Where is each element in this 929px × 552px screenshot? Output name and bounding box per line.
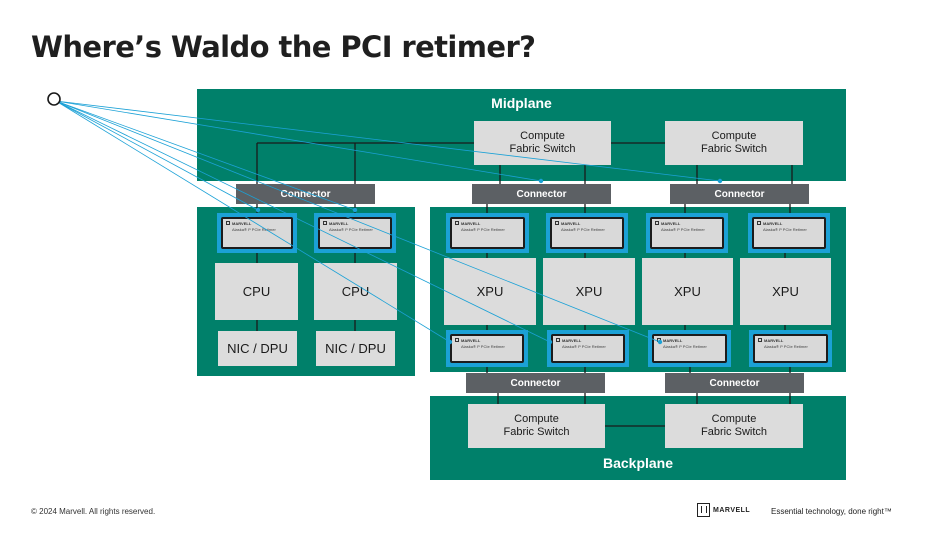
xpu-3: XPU (642, 258, 733, 325)
connector-midplane-right: Connector (670, 184, 809, 204)
pointer-line (55, 100, 721, 182)
backplane-switch-2: Compute Fabric Switch (665, 404, 803, 448)
retimer-xpu-3-bottom: MARVELL Alaska® P PCIe Retimer (648, 330, 731, 367)
slide-title: Where’s Waldo the PCI retimer? (31, 30, 536, 64)
retimer-cpu-1: MARVELL Alaska® P PCIe Retimer (217, 213, 297, 253)
pointer-endpoint (352, 207, 358, 213)
retimer-chip: MARVELL Alaska® P PCIe Retimer (550, 217, 624, 249)
chip-brand: MARVELL (757, 338, 784, 343)
chip-brand: MARVELL (322, 221, 349, 226)
chip-name: Alaska® P PCIe Retimer (663, 344, 707, 349)
chip-brand: MARVELL (555, 338, 582, 343)
pointer-line (55, 100, 551, 343)
chip-name: Alaska® P PCIe Retimer (763, 227, 807, 232)
backplane-switch-1: Compute Fabric Switch (468, 404, 605, 448)
chip-brand: MARVELL (225, 221, 252, 226)
nic-dpu-2: NIC / DPU (316, 331, 395, 366)
footer-tagline: Essential technology, done right™ (771, 507, 892, 516)
connector-midplane-left: Connector (236, 184, 375, 204)
retimer-xpu-4-bottom: MARVELL Alaska® P PCIe Retimer (749, 330, 832, 367)
marvell-logo-icon (697, 503, 710, 517)
midplane-label: Midplane (491, 95, 552, 111)
retimer-xpu-3-top: MARVELL Alaska® P PCIe Retimer (646, 213, 728, 253)
retimer-chip: MARVELL Alaska® P PCIe Retimer (650, 217, 724, 249)
retimer-chip: MARVELL Alaska® P PCIe Retimer (752, 217, 826, 249)
retimer-chip: MARVELL Alaska® P PCIe Retimer (753, 334, 828, 363)
xpu-4: XPU (740, 258, 831, 325)
pointer-line (55, 100, 259, 211)
retimer-xpu-1-top: MARVELL Alaska® P PCIe Retimer (446, 213, 529, 253)
pointer-endpoint (255, 207, 261, 213)
marvell-logo: MARVELL (697, 503, 750, 517)
pointer-endpoint (717, 178, 723, 184)
chip-name: Alaska® P PCIe Retimer (461, 227, 505, 232)
pointer-line (55, 100, 542, 182)
pointer-line (55, 100, 451, 343)
pointer-endpoint (447, 339, 453, 345)
chip-brand: MARVELL (654, 221, 681, 226)
chip-name: Alaska® P PCIe Retimer (561, 227, 605, 232)
pointer-endpoint (538, 178, 544, 184)
connector-backplane-left: Connector (466, 373, 605, 393)
chip-name: Alaska® P PCIe Retimer (562, 344, 606, 349)
chip-brand: MARVELL (756, 221, 783, 226)
chip-name: Alaska® P PCIe Retimer (764, 344, 808, 349)
midplane-switch-1: Compute Fabric Switch (474, 121, 611, 165)
pointer-line (55, 100, 661, 343)
cpu-1: CPU (215, 263, 298, 320)
chip-name: Alaska® P PCIe Retimer (329, 227, 373, 232)
retimer-xpu-1-bottom: MARVELL Alaska® P PCIe Retimer (446, 330, 528, 367)
chip-brand: MARVELL (454, 221, 481, 226)
connector-backplane-right: Connector (665, 373, 804, 393)
footer-copyright: © 2024 Marvell. All rights reserved. (31, 507, 156, 516)
midplane-switch-2: Compute Fabric Switch (665, 121, 803, 165)
connector-midplane-center: Connector (472, 184, 611, 204)
retimer-chip: MARVELL Alaska® P PCIe Retimer (652, 334, 727, 363)
retimer-cpu-2: MARVELL Alaska® P PCIe Retimer (314, 213, 396, 253)
marvell-logo-text: MARVELL (713, 506, 751, 514)
chip-brand: MARVELL (554, 221, 581, 226)
pointer-endpoint (657, 339, 663, 345)
pointer-endpoint (547, 339, 553, 345)
retimer-chip: MARVELL Alaska® P PCIe Retimer (221, 217, 293, 249)
retimer-xpu-2-top: MARVELL Alaska® P PCIe Retimer (546, 213, 628, 253)
chip-name: Alaska® P PCIe Retimer (232, 227, 276, 232)
pointer-line (55, 100, 356, 211)
nic-dpu-1: NIC / DPU (218, 331, 297, 366)
retimer-chip: MARVELL Alaska® P PCIe Retimer (318, 217, 392, 249)
retimer-xpu-2-bottom: MARVELL Alaska® P PCIe Retimer (547, 330, 629, 367)
backplane-label: Backplane (602, 455, 674, 471)
retimer-chip: MARVELL Alaska® P PCIe Retimer (450, 217, 525, 249)
chip-name: Alaska® P PCIe Retimer (661, 227, 705, 232)
chip-name: Alaska® P PCIe Retimer (461, 344, 505, 349)
xpu-1: XPU (444, 258, 536, 325)
retimer-chip: MARVELL Alaska® P PCIe Retimer (551, 334, 625, 363)
retimer-chip: MARVELL Alaska® P PCIe Retimer (450, 334, 524, 363)
chip-brand: MARVELL (454, 338, 481, 343)
cpu-2: CPU (314, 263, 397, 320)
pointer-origin-circle (47, 92, 61, 106)
retimer-xpu-4-top: MARVELL Alaska® P PCIe Retimer (748, 213, 830, 253)
